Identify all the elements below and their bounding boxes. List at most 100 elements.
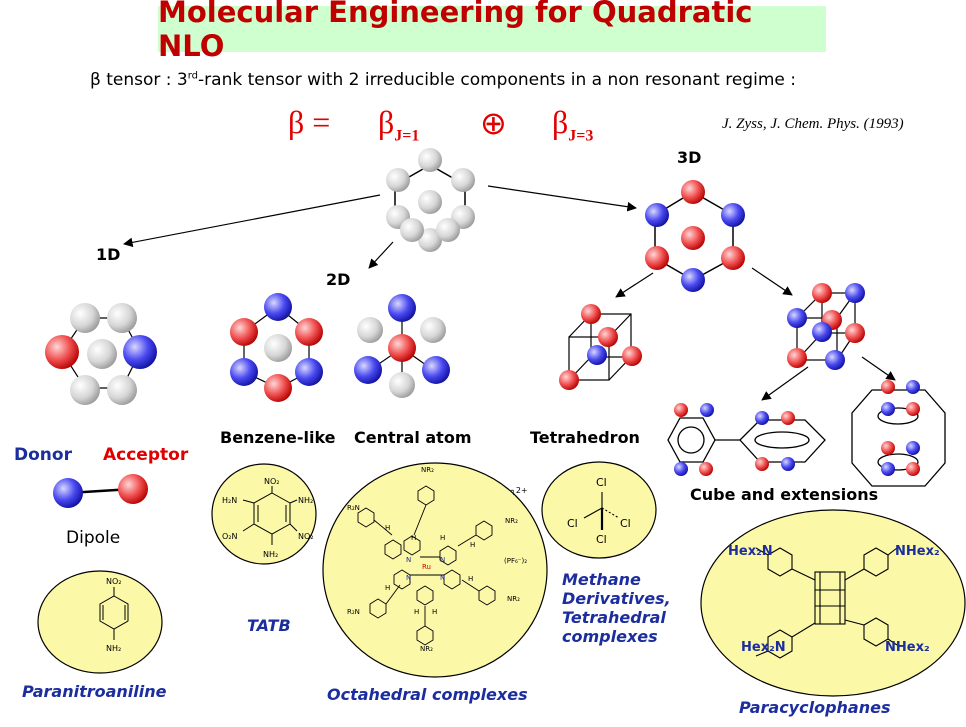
caption-paracyclophanes: Paracyclophanes (739, 698, 891, 717)
tatb-structure (242, 486, 298, 545)
beta-symbol: β (552, 104, 569, 140)
acceptor-sphere (118, 474, 148, 504)
label-3d: 3D (677, 148, 702, 167)
label-tetrahedron: Tetrahedron (530, 428, 640, 447)
tatb-nh2-right: NH₂ (298, 496, 313, 505)
tatb-no2-top: NO₂ (264, 477, 280, 486)
cyclophane-extension (851, 389, 946, 487)
caption-methane: Methane Derivatives, Tetrahedral complex… (562, 570, 671, 646)
tatb-labels: NO₂ H₂N NH₂ O₂N NO₂ NH₂ (222, 477, 314, 559)
arrow-to-1d (123, 194, 381, 248)
methane-cl-right: Cl (620, 517, 631, 530)
tatb-ellipse (211, 463, 317, 565)
caption-methane-line3: Tetrahedral (562, 608, 666, 627)
term2-subscript: J=3 (568, 127, 594, 145)
oct-h4: H (470, 541, 475, 549)
methane-cl-top: Cl (596, 476, 607, 489)
benzene-like-cluster (230, 293, 323, 402)
reference: J. Zyss, J. Chem. Phys. (1993) (722, 116, 904, 132)
page-title: Molecular Engineering for Quadratic NLO (158, 0, 753, 63)
subtitle-pre: β tensor : 3 (90, 70, 188, 90)
methane-cl-bottom: Cl (596, 533, 607, 546)
oct-n2: N (440, 556, 445, 564)
tatb-h2n: H₂N (222, 496, 237, 505)
oct-h6: H (468, 575, 473, 583)
label-benzene-like: Benzene-like (220, 428, 336, 447)
oct-ru: Ru (422, 563, 431, 571)
oct-h5: H (385, 584, 390, 592)
arrow-to-2d (368, 241, 394, 269)
paracyclophane-labels: Hex₂N NHex₂ Hex₂N NHex₂ (728, 544, 940, 655)
dipolar-1d-cluster (45, 303, 157, 405)
octahedral-structure (357, 485, 496, 646)
subtitle-sup: rd (187, 70, 199, 82)
oct-r2n-left: R₂N (347, 504, 360, 512)
arrow-to-biphenyl (761, 366, 809, 401)
pcp-hex2n-top: Hex₂N (728, 544, 773, 559)
octupolar-grey-cluster (386, 148, 475, 252)
beta-symbol: β (378, 104, 395, 140)
oct-n3: N (406, 574, 411, 582)
oct-nr2-bottom: NR₂ (420, 645, 433, 653)
arrow-to-3d (487, 185, 637, 212)
paracyclophane-ellipse (700, 509, 966, 697)
caption-tatb: TATB (247, 616, 291, 635)
central-atom-cluster (354, 294, 450, 398)
label-cube-extensions: Cube and extensions (690, 485, 879, 504)
oct-h2: H (440, 534, 445, 542)
cube-cluster (787, 283, 865, 370)
equation-lhs: β = (288, 104, 331, 140)
oct-r2n-lower: R₂N (347, 608, 360, 616)
methane-cl-left: Cl (567, 517, 578, 530)
label-dipole: Dipole (66, 528, 121, 548)
caption-methane-line2: Derivatives, (562, 589, 671, 608)
oct-h7: H (414, 608, 419, 616)
label-donor: Donor (14, 445, 72, 465)
oct-h1: H (411, 534, 416, 542)
molecule-ellipses (37, 461, 966, 697)
pcp-nhex2-bottom: NHex₂ (885, 640, 930, 655)
oct-h8: H (432, 608, 437, 616)
caption-paranitroaniline: Paranitroaniline (22, 682, 167, 701)
oct-n4: N (440, 574, 445, 582)
biphenyl-atoms (674, 403, 795, 476)
tatb-o2n: O₂N (222, 532, 238, 541)
pcp-nhex2-top: NHex₂ (895, 544, 940, 559)
term1-subscript: J=1 (394, 127, 420, 145)
octahedral-ellipse (322, 462, 548, 678)
label-2d: 2D (326, 270, 351, 289)
title-banner: Molecular Engineering for Quadratic NLO (158, 0, 826, 63)
subtitle: β tensor : 3rd-rank tensor with 2 irredu… (90, 70, 796, 90)
biphenyl-extension (667, 417, 826, 463)
tatb-no2-right: NO₂ (298, 532, 314, 541)
oct-n1: N (406, 556, 411, 564)
octupolar-3d-cluster (645, 180, 745, 292)
label-1d: 1D (96, 245, 121, 264)
oct-nr2-top: NR₂ (421, 466, 434, 474)
arrow-to-tetrahedron (615, 272, 654, 298)
equation-term1: βJ=1 (378, 104, 419, 145)
equation-term2: βJ=3 (552, 104, 593, 145)
octahedral-labels: NR₂ R₂N NR₂ ┐2+ (PF₆⁻)₂ R₂N NR₂ NR₂ Ru H… (347, 466, 528, 653)
arrows (123, 185, 896, 401)
oct-nr2-lower: NR₂ (507, 595, 520, 603)
oct-h3: H (385, 524, 390, 532)
dipole (53, 474, 148, 508)
methane-structure (583, 492, 620, 530)
pcp-hex2n-bottom: Hex₂N (741, 640, 786, 655)
cyclophane-atoms (881, 380, 920, 476)
methane-labels: Cl Cl Cl Cl (567, 476, 631, 546)
arrow-to-cube (751, 267, 793, 296)
caption-methane-line1: Methane (562, 570, 641, 589)
arrow-to-cyclophane (861, 356, 896, 381)
equation-operator: ⊕ (480, 105, 507, 141)
subtitle-post: -rank tensor with 2 irreducible componen… (198, 70, 796, 90)
paracyclophane-structure (755, 547, 898, 659)
oct-counterion: (PF₆⁻)₂ (504, 557, 527, 565)
pna-no2: NO₂ (106, 577, 122, 586)
tetrahedron-cube (559, 304, 642, 390)
donor-sphere (53, 478, 83, 508)
caption-methane-line4: complexes (562, 627, 658, 646)
label-acceptor: Acceptor (103, 445, 189, 465)
